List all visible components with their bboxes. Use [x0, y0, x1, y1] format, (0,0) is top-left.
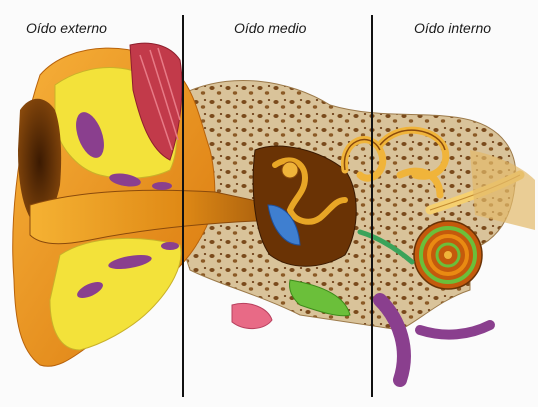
lower-vessel — [420, 325, 490, 335]
divider-outer-middle — [182, 15, 184, 397]
divider-middle-inner — [371, 15, 373, 397]
cartilage-lower — [50, 238, 181, 350]
vessel — [152, 182, 172, 190]
vessel — [161, 242, 179, 250]
outer-ear-label: Oído externo — [26, 20, 107, 36]
soft-tissue — [232, 303, 272, 328]
cochlea — [414, 221, 482, 289]
inner-ear-label: Oído interno — [414, 20, 491, 36]
middle-ear-label: Oído medio — [234, 20, 306, 36]
